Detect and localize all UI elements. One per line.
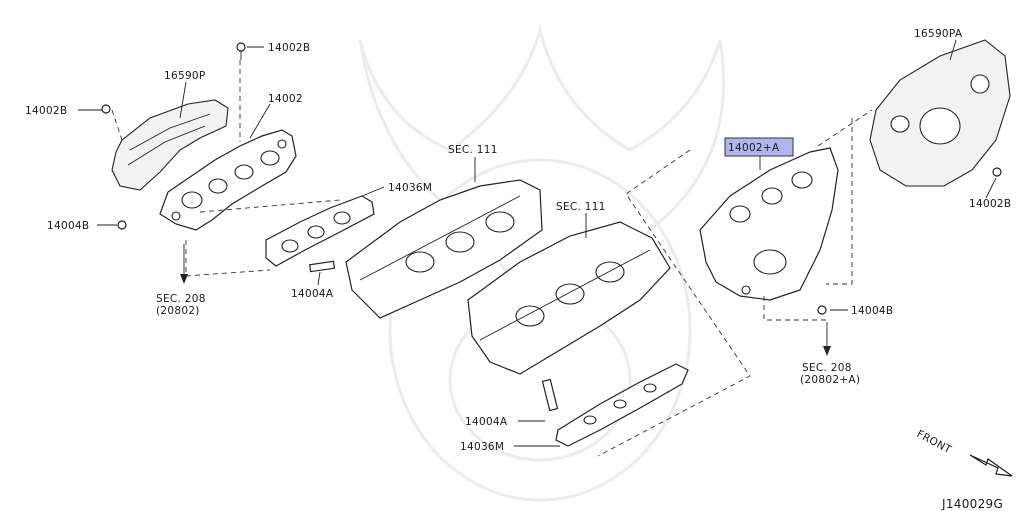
cylinder-head-left[interactable] — [345, 179, 543, 319]
gasket-14036M-right[interactable] — [555, 363, 689, 447]
label-16590P[interactable]: 16590P — [164, 70, 206, 82]
label-14002B-left[interactable]: 14002B — [25, 105, 67, 117]
label-14036M-top[interactable]: 14036M — [388, 182, 432, 194]
label-14004B-right[interactable]: 14004B — [851, 305, 893, 317]
nut-14004B-right[interactable] — [817, 305, 827, 315]
label-14002B-top[interactable]: 14002B — [268, 42, 310, 54]
label-sec111-mid[interactable]: SEC. 111 — [556, 201, 606, 213]
label-14004B-left[interactable]: 14004B — [47, 220, 89, 232]
front-arrow-icon — [969, 454, 1013, 477]
label-14004A-top[interactable]: 14004A — [291, 288, 334, 300]
bolt-14002B-left[interactable] — [101, 104, 111, 114]
label-14002[interactable]: 14002 — [268, 93, 303, 105]
label-14002B-right[interactable]: 14002B — [969, 198, 1011, 210]
label-14002A[interactable]: 14002+A — [728, 142, 780, 154]
label-sec111-left[interactable]: SEC. 111 — [448, 144, 498, 156]
label-sec208-left-sub: (20802) — [156, 305, 200, 317]
exhaust-manifold-14002[interactable] — [159, 129, 297, 231]
exhaust-manifold-14002A[interactable] — [699, 147, 839, 301]
bolt-14002B-right[interactable] — [992, 167, 1002, 177]
arrow-down-left — [180, 244, 188, 284]
highlight-box — [724, 137, 794, 157]
leader-lines — [78, 39, 997, 447]
arrow-down-right — [823, 322, 831, 356]
stud-14004A-bottom[interactable] — [541, 378, 559, 412]
label-16590PA[interactable]: 16590PA — [914, 28, 963, 40]
label-sec208-right[interactable]: SEC. 208 — [802, 362, 852, 374]
label-sec208-left[interactable]: SEC. 208 — [156, 293, 206, 305]
label-14036M-bottom[interactable]: 14036M — [460, 441, 504, 453]
bolt-14002B-top[interactable] — [236, 42, 246, 60]
gasket-14036M-left[interactable] — [265, 195, 375, 267]
label-14004A-bottom[interactable]: 14004A — [465, 416, 508, 428]
label-front: FRONT — [915, 428, 954, 456]
cylinder-head-right[interactable] — [467, 221, 671, 375]
label-sec208-right-sub: (20802+A) — [800, 374, 860, 386]
stud-14004A-top[interactable] — [309, 260, 336, 273]
heat-insulator-16590P[interactable] — [111, 99, 229, 191]
diagram-code: J140029G — [941, 497, 1003, 511]
nut-14004B-left[interactable] — [117, 220, 127, 230]
heat-insulator-16590PA[interactable] — [869, 39, 1011, 187]
